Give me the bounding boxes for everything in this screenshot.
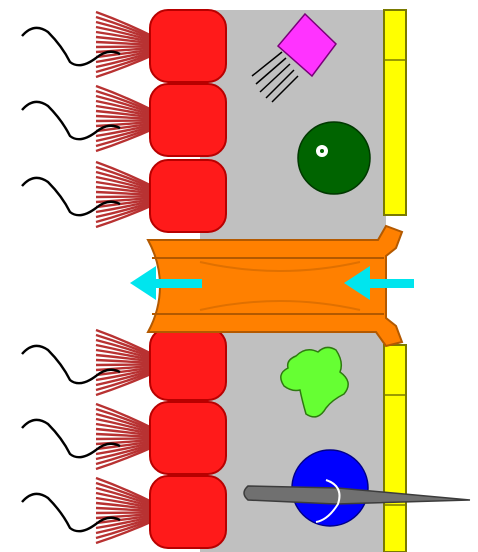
lipid-head bbox=[150, 328, 226, 400]
lipid-tail-bundle bbox=[96, 86, 156, 151]
lipid-head bbox=[150, 10, 226, 82]
lipid-tail-bundle bbox=[96, 12, 156, 77]
lipid-tail-bundle bbox=[96, 330, 156, 395]
lipid-head bbox=[150, 402, 226, 474]
lipid-head bbox=[150, 476, 226, 548]
lipid-head bbox=[150, 160, 226, 232]
green-sphere-icon bbox=[298, 122, 370, 194]
lipid-tail-bundle bbox=[96, 404, 156, 469]
lipid-tail-bundle bbox=[96, 162, 156, 227]
lipid-tail-bundle bbox=[96, 478, 156, 543]
lipid-head bbox=[150, 84, 226, 156]
